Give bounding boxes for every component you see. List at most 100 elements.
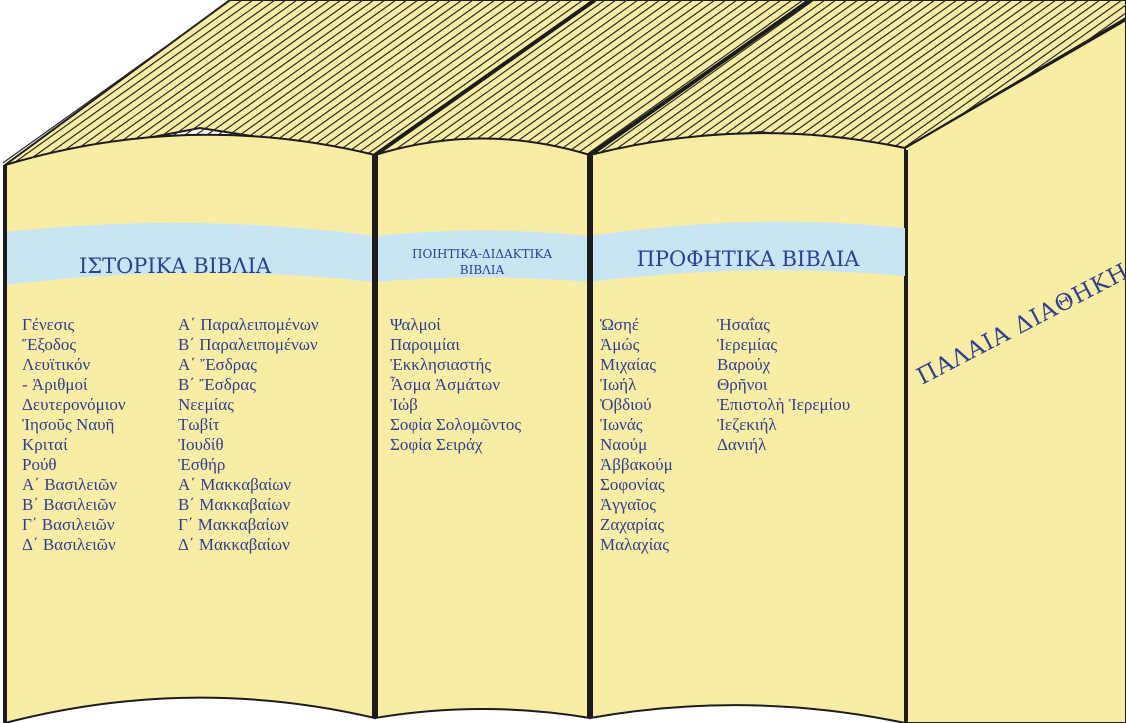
book-name: Δ΄ Μακκαβαίων xyxy=(178,535,290,554)
book-name: Ὀβδιού xyxy=(600,395,652,414)
book-prophetic-list: ὩσηέἈμώςΜιχαίαςἸωήλὈβδιούἸωνάςΝαούμἈββακ… xyxy=(600,315,850,554)
top-divider-1 xyxy=(373,0,597,157)
page-edge-line xyxy=(47,0,287,165)
book-name: Ἀγγαῖος xyxy=(600,495,656,514)
page-edge-line xyxy=(564,0,804,165)
page-edge-line xyxy=(872,0,1112,165)
book-name: Ἐσθήρ xyxy=(178,455,225,474)
book-name: Σοφία Σολομῶντος xyxy=(390,415,521,434)
page-edge-line xyxy=(839,0,1079,165)
book-name: Ὡσηέ xyxy=(600,315,639,334)
page-edge-line xyxy=(300,0,540,165)
book-name: - Ἀριθμοί xyxy=(22,375,88,394)
page-edge-line xyxy=(861,0,1101,165)
book-name: Ἆσμα Ἀσμάτων xyxy=(390,375,500,394)
book-name: Β΄ Ἔσδρας xyxy=(178,375,256,394)
page-edge-line xyxy=(531,0,771,165)
book-name: Β΄ Παραλειπομένων xyxy=(178,335,318,354)
page-edge-line xyxy=(575,0,815,165)
book-name: Ἀμώς xyxy=(600,335,640,354)
page-edge-line xyxy=(542,0,782,165)
book-prophetic-band xyxy=(590,221,905,282)
book-top-pages xyxy=(0,0,1126,166)
page-edge-line xyxy=(586,0,826,165)
book-name: Α΄ Ἔσδρας xyxy=(178,355,257,374)
book-name: Ἰεζεκιήλ xyxy=(717,415,777,434)
page-edge-line xyxy=(597,0,837,165)
book-name: Ἰωήλ xyxy=(600,375,637,394)
book-name: Ψαλμοί xyxy=(390,315,441,334)
page-edge-line xyxy=(366,0,606,165)
book-name: Κριταί xyxy=(22,435,68,454)
book-name: Ἰωνάς xyxy=(600,415,643,434)
page-edge-line xyxy=(0,0,232,165)
book-name: Ρούθ xyxy=(22,455,57,474)
book-title-line: ΙΣΤΟΡΙΚΑ ΒΙΒΛΙΑ xyxy=(79,254,272,278)
page-edge-line xyxy=(289,0,529,165)
book-name: Ἡσαΐας xyxy=(717,315,770,334)
page-edge-line xyxy=(14,0,254,165)
page-edge-line xyxy=(58,0,298,165)
book-prophetic-title: ΠΡΟΦΗΤΙΚΑ ΒΙΒΛΙΑ xyxy=(637,247,861,271)
page-edge-line xyxy=(3,0,243,165)
book-name: Β΄ Μακκαβαίων xyxy=(178,495,290,514)
top-divider-2 xyxy=(588,0,812,157)
book-name: Σοφονίας xyxy=(600,475,665,494)
book-name: Β΄ Βασιλειῶν xyxy=(22,495,116,514)
book-name: Μιχαίας xyxy=(600,355,656,374)
page-edge-line xyxy=(333,0,573,165)
book-name: Ἰησοῦς Ναυῆ xyxy=(22,415,114,434)
page-edge-line xyxy=(553,0,793,165)
page-edge-line xyxy=(25,0,265,165)
book-poetic-band xyxy=(375,230,590,282)
book-name: Α΄ Βασιλειῶν xyxy=(22,475,117,494)
book-name: Λευϊτικόν xyxy=(22,355,91,374)
book-title-line: ΒΙΒΛΙΑ xyxy=(460,263,505,277)
page-edge-line xyxy=(509,0,749,165)
book-name: Σοφία Σειράχ xyxy=(390,435,483,454)
page-edge-line xyxy=(377,0,617,165)
page-edge-line xyxy=(520,0,760,165)
book-title-line: ΠΟΙΗΤΙΚΑ-ΔΙΔΑΚΤΙΚΑ xyxy=(412,247,552,261)
book-name: Α΄ Μακκαβαίων xyxy=(178,475,291,494)
book-historical-title: ΙΣΤΟΡΙΚΑ ΒΙΒΛΙΑ xyxy=(79,254,272,278)
book-name: Ἰουδίθ xyxy=(178,435,224,454)
book-poetic: ΠΟΙΗΤΙΚΑ-ΔΙΔΑΚΤΙΚΑ ΒΙΒΛΙΑ ΨαλμοίΠαροιμίαι… xyxy=(374,137,591,720)
book-name: Α΄ Παραλειπομένων xyxy=(178,315,319,334)
book-name: Δευτερονόμιον xyxy=(22,395,126,414)
page-edge-line xyxy=(850,0,1090,165)
book-name: Δ΄ Βασιλειῶν xyxy=(22,535,116,554)
book-name: Ἀββακούμ xyxy=(600,455,673,474)
page-edge-line xyxy=(278,0,518,165)
book-name: Δανιήλ xyxy=(717,435,767,454)
book-name: Γ΄ Βασιλειῶν xyxy=(22,515,115,534)
page-edge-line xyxy=(311,0,551,165)
book-historical-band xyxy=(5,222,375,285)
page-edge-line xyxy=(322,0,562,165)
book-name: Ἐπιστολὴ Ἱερεμίου xyxy=(717,395,850,414)
book-name: Ἔξοδος xyxy=(22,335,76,354)
book-historical: ΙΣΤΟΡΙΚΑ ΒΙΒΛΙΑ ΓένεσιςἜξοδοςΛευϊτικόν- … xyxy=(4,133,376,723)
book-name: Τωβίτ xyxy=(178,415,220,434)
book-name: Βαρούχ xyxy=(717,355,771,374)
book-title-line: ΠΡΟΦΗΤΙΚΑ ΒΙΒΛΙΑ xyxy=(637,247,861,271)
book-name: Νεεμίας xyxy=(178,395,234,414)
book-name: Ἱερεμίας xyxy=(717,335,777,354)
book-name: Μαλαχίας xyxy=(600,535,669,554)
book-name: Ναούμ xyxy=(600,435,647,454)
book-poetic-title: ΠΟΙΗΤΙΚΑ-ΔΙΔΑΚΤΙΚΑ ΒΙΒΛΙΑ xyxy=(412,247,552,277)
book-name: Γ΄ Μακκαβαίων xyxy=(178,515,289,534)
book-name: Παροιμίαι xyxy=(390,335,460,354)
book-name: Θρῆνοι xyxy=(717,375,768,394)
book-prophetic-cover xyxy=(589,132,906,723)
page-edge-line xyxy=(36,0,276,165)
book-name: Ζαχαρίας xyxy=(600,515,664,534)
book-name: Ἰώβ xyxy=(390,395,418,414)
book-name: Γένεσις xyxy=(22,315,75,334)
page-edge-line xyxy=(498,0,738,165)
page-edge-line xyxy=(344,0,584,165)
book-prophetic: ΠΡΟΦΗΤΙΚΑ ΒΙΒΛΙΑ ὩσηέἈμώςΜιχαίαςἸωήλὈβδι… xyxy=(589,132,906,723)
